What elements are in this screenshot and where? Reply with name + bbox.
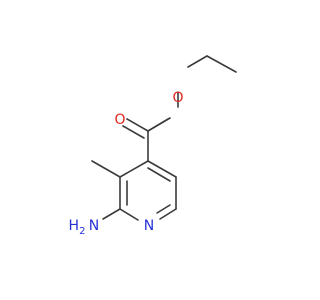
bond-carbonyl-double-1 bbox=[126, 118, 149, 132]
atom-h2-amine: H2 bbox=[69, 218, 86, 237]
bond-ch2-o-ester bbox=[187, 55, 208, 68]
skeletal-formula: O O N N H2 bbox=[69, 55, 237, 237]
ring-bond-c6-n bbox=[159, 208, 177, 220]
bond-carbonyl-c-o-ester bbox=[147, 118, 169, 132]
bond-ch3-ch2 bbox=[206, 55, 237, 73]
atom-o-ester: O bbox=[172, 90, 183, 106]
atom-h-amine: H bbox=[69, 218, 80, 234]
ring-bond-c4-c5 bbox=[147, 160, 177, 178]
atom-n-ring: N bbox=[144, 218, 154, 234]
atom-o-carbonyl: O bbox=[114, 112, 125, 128]
bond-carbonyl-double-2 bbox=[122, 125, 145, 139]
ring-bond-c4-c3 bbox=[119, 160, 149, 178]
ring-bond-c6-n-inner bbox=[156, 204, 171, 214]
atom-n-amine: N bbox=[89, 218, 99, 234]
atom-h-subscript: 2 bbox=[79, 226, 85, 237]
ring-bond-c4-c5-inner bbox=[147, 167, 171, 182]
ring-bond-n-c2 bbox=[119, 208, 139, 221]
bond-c3-methyl bbox=[91, 160, 121, 178]
bond-c2-nh2 bbox=[102, 208, 121, 220]
structure-canvas: O O N N H2 bbox=[69, 55, 237, 237]
